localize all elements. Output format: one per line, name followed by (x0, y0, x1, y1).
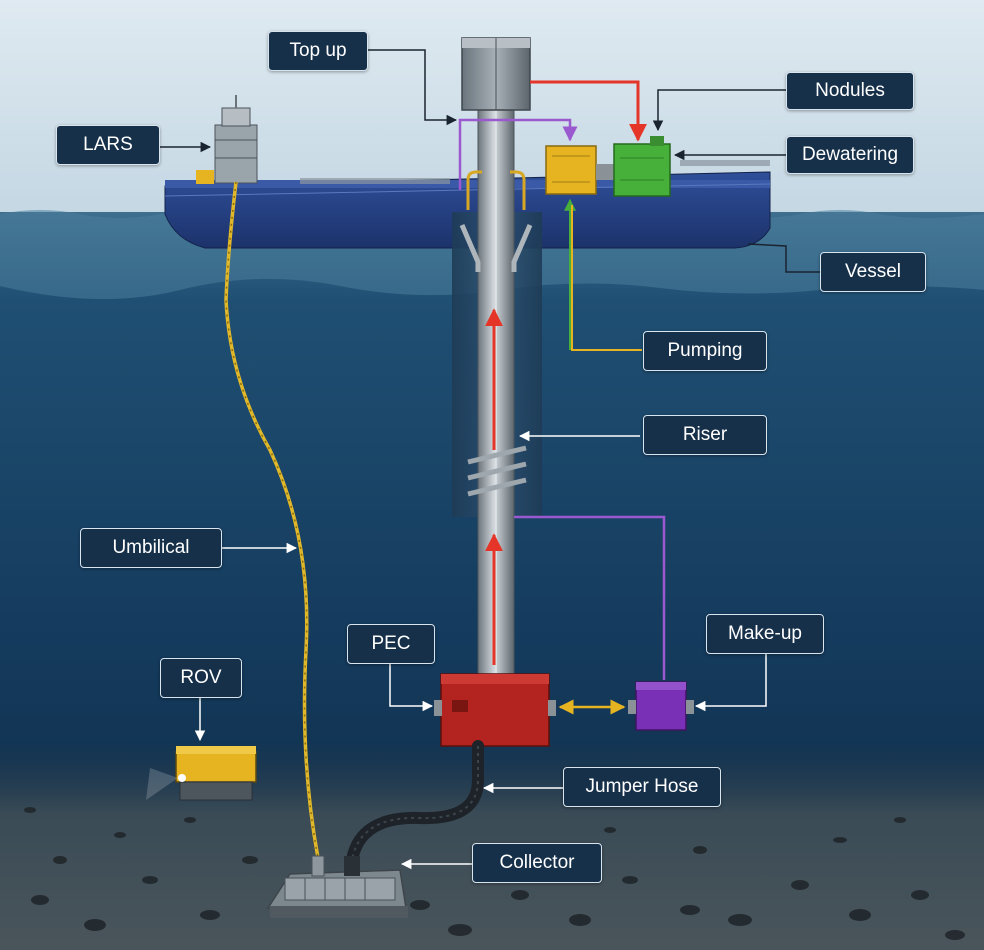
collector-vehicle (266, 855, 408, 918)
label-rov: ROV (160, 658, 242, 698)
lars-crane (196, 95, 258, 184)
rov-vehicle (146, 746, 257, 801)
label-riser: Riser (643, 415, 767, 455)
label-dewatering: Dewatering (786, 136, 914, 174)
yellow-pump-line (571, 205, 642, 351)
arrow-down-icon (652, 89, 786, 132)
nodules-field (24, 807, 965, 940)
make-up-unit (628, 681, 694, 731)
label-pec: PEC (347, 624, 435, 664)
purple-makeup-line (514, 515, 666, 680)
label-umbilical: Umbilical (80, 528, 222, 568)
arrow-right-icon (389, 664, 434, 712)
label-pumping: Pumping (643, 331, 767, 371)
label-lars: LARS (56, 125, 160, 165)
dewatering-module (613, 136, 671, 197)
label-make-up: Make-up (706, 614, 824, 654)
arrow-right-icon (368, 49, 458, 126)
arrow-right-icon (694, 654, 767, 712)
leader-lines (160, 49, 820, 870)
label-top-up: Top up (268, 31, 368, 71)
label-collector: Collector (472, 843, 602, 883)
label-nodules: Nodules (786, 72, 914, 110)
red-flow-line (530, 80, 647, 142)
purple-topup-line (458, 118, 578, 190)
riser-strakes (467, 445, 527, 497)
label-jumper-hose: Jumper Hose (563, 767, 721, 807)
label-vessel: Vessel (820, 252, 926, 292)
pec-unit (434, 673, 556, 747)
pumping-module (545, 145, 614, 195)
top-up-tower (461, 37, 531, 111)
